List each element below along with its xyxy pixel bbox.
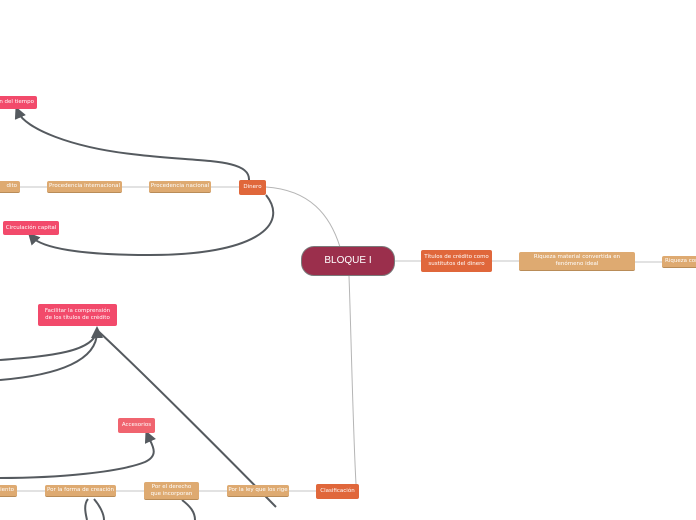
node-dinero[interactable]: Dinero	[239, 180, 266, 195]
node-facilitar-comprension[interactable]: Facilitar la comprensión de los títulos …	[38, 304, 117, 326]
link-root-clasificacion	[348, 275, 357, 485]
node-ley-que-los-rige[interactable]: Por la ley que los rige	[227, 485, 289, 497]
node-tiempo-partial[interactable]: n del tiempo	[0, 96, 37, 109]
relation-arrow-facilitar-a	[0, 329, 98, 361]
root-topic[interactable]: BLOQUE I	[301, 246, 395, 276]
relation-arrow-circulacion	[27, 194, 275, 257]
relation-arrow-facilitar-b	[0, 326, 103, 381]
relation-arrow-derecho-down	[181, 499, 196, 520]
node-riqueza-material[interactable]: Riqueza material convertida en fenómeno …	[519, 252, 635, 271]
link-root-dinero	[265, 186, 341, 248]
relation-arrow-forma-down-a	[84, 498, 89, 520]
node-procedencia-nacional[interactable]: Procedencia nacional	[149, 181, 211, 193]
relation-arrow-ley-facilitar	[96, 329, 277, 508]
node-derecho-incorporan[interactable]: Por el derecho que incorporan	[144, 482, 199, 500]
node-dito-partial[interactable]: dito	[0, 181, 20, 193]
relation-arrow-tiempo	[14, 106, 251, 181]
node-titulos-credito[interactable]: Títulos de crédito como sustitutos del d…	[421, 250, 492, 272]
node-procedencia-internacional[interactable]: Procedencia internacional	[47, 181, 122, 193]
node-accesorios[interactable]: Accesorios	[118, 418, 155, 433]
node-forma-creacion[interactable]: Por la forma de creación	[45, 485, 116, 497]
relation-arrow-accesorios	[0, 430, 156, 479]
node-riqueza-partial[interactable]: Riqueza cor	[662, 256, 696, 268]
node-circulacion-capital[interactable]: Circulación capital	[3, 221, 59, 235]
node-clasificacion[interactable]: Clasificación	[316, 484, 359, 499]
node-miento-partial[interactable]: miento	[0, 485, 17, 497]
relation-arrow-forma-down-b	[93, 498, 105, 520]
